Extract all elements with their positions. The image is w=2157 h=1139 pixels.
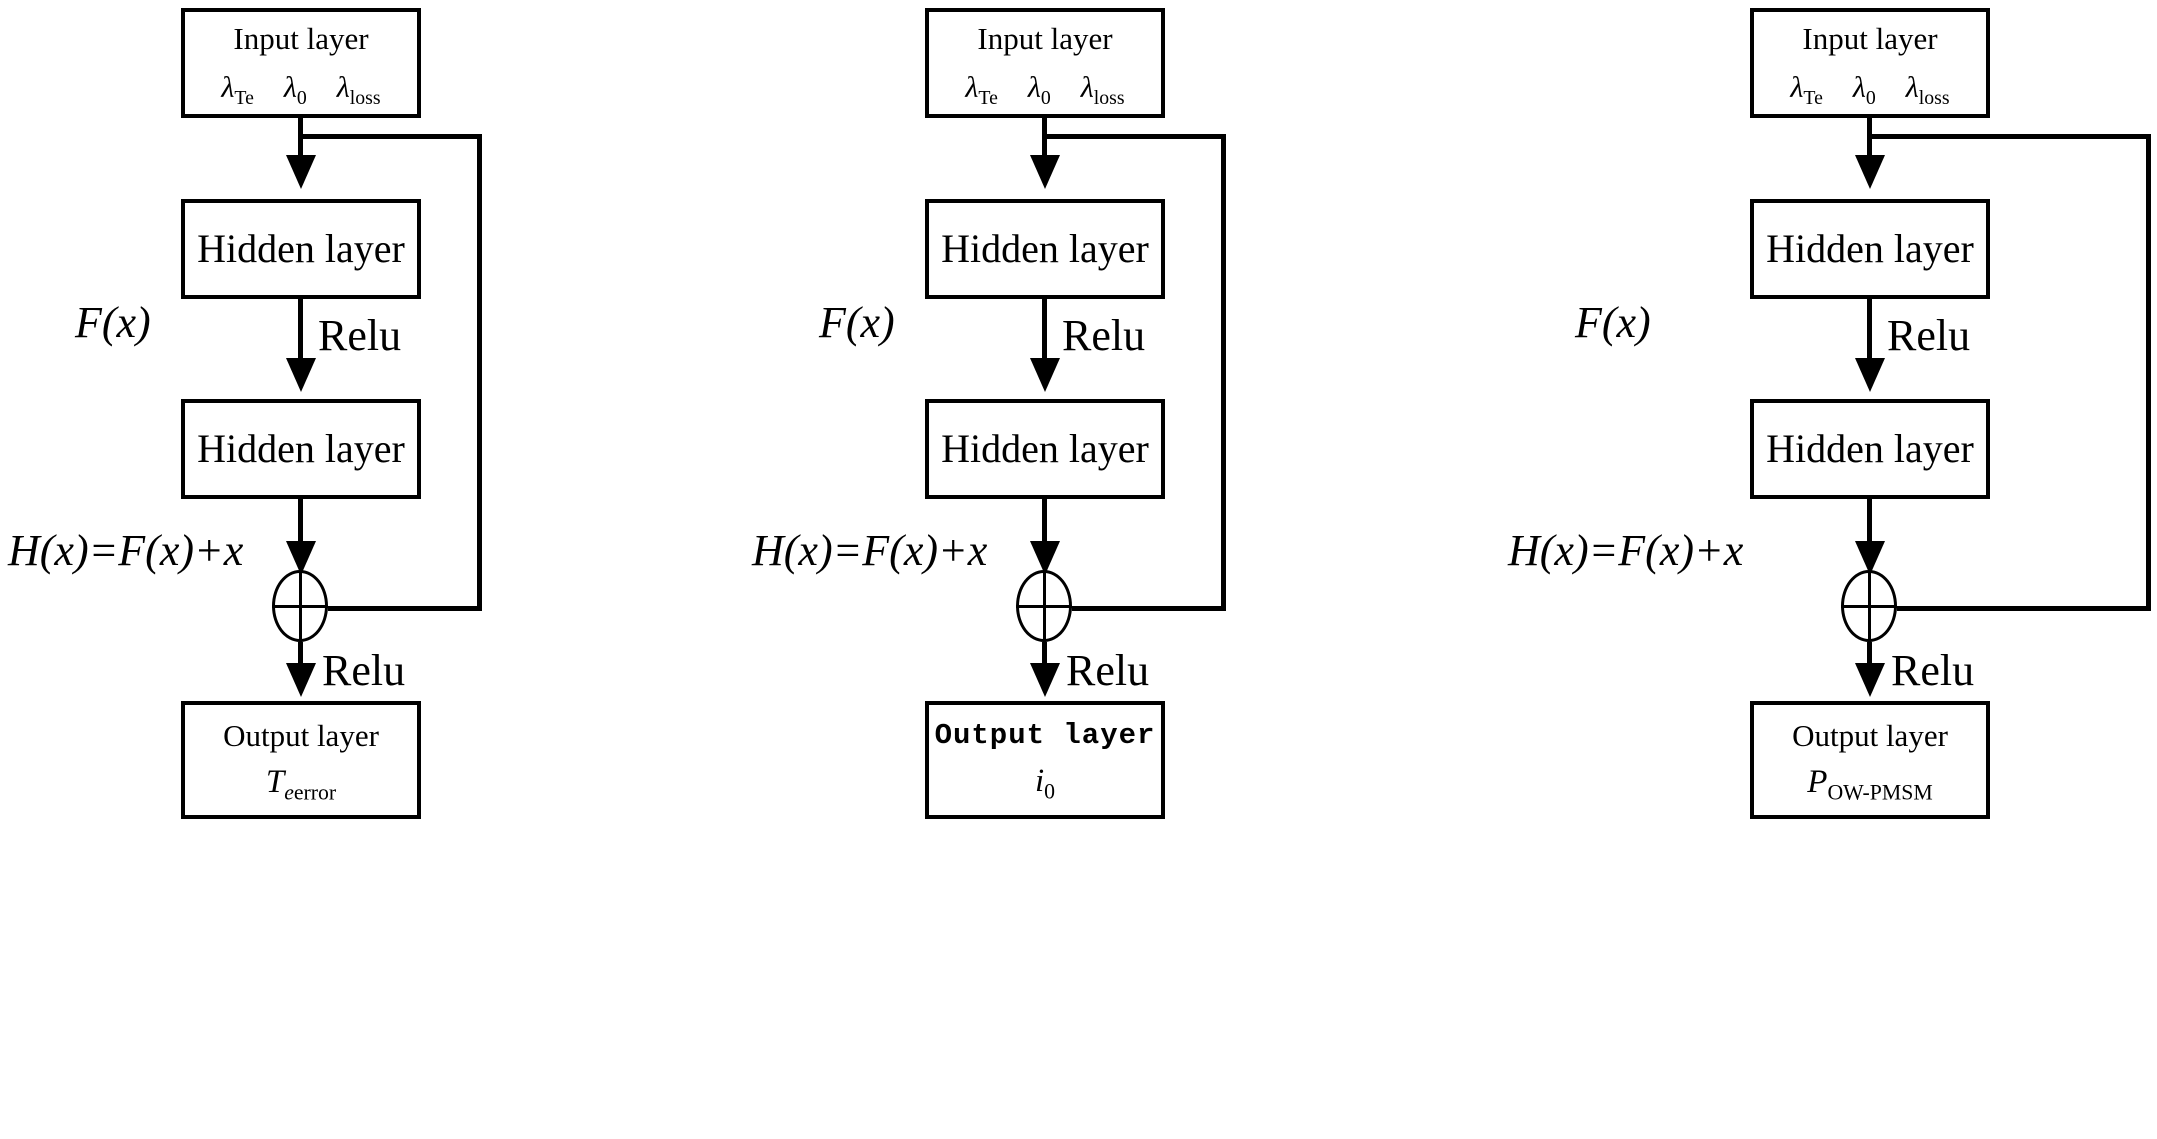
- edge-hidden1-to-hidden2-c3: [1867, 299, 1872, 361]
- input-lambda-row-2: λTe λ0 λloss: [965, 70, 1125, 109]
- relu-label-upper-c2: Relu: [1062, 311, 1146, 360]
- relu-label-lower-c1: Relu: [322, 646, 406, 695]
- edge-hidden2-to-sum-c2: [1042, 499, 1047, 547]
- edge-hidden1-to-hidden2-c2: [1042, 299, 1047, 361]
- relu-label-lower-c3: Relu: [1891, 646, 1975, 695]
- arrowhead-sum-to-output-c1: [286, 663, 316, 697]
- lambda-te-2: λTe: [965, 70, 998, 109]
- sum-node-horizontal-stroke-c3: [1841, 604, 1897, 608]
- hidden-layer-title-2-c1: Hidden layer: [197, 426, 405, 471]
- skip-branch-down-c2: [1221, 134, 1226, 610]
- output-layer-title-c1: Output layer: [223, 718, 379, 754]
- arrowhead-hidden1-to-hidden2-c1: [286, 358, 316, 392]
- skip-branch-into-sum-c2: [1072, 606, 1226, 611]
- arrowhead-input-to-hidden1-c1: [286, 155, 316, 189]
- output-layer-box-c3[interactable]: Output layer POW-PMSM: [1750, 701, 1990, 819]
- hidden-layer-box-1-c1[interactable]: Hidden layer: [181, 199, 421, 299]
- sum-node-c3[interactable]: [1841, 570, 1897, 642]
- residual-block-column-3: F(x) H(x)=F(x)+x Input layer λTe λ0 λlos…: [1310, 0, 2157, 1139]
- edge-input-to-hidden1-c1: [298, 118, 303, 160]
- output-layer-title-c3: Output layer: [1792, 718, 1948, 754]
- edge-input-to-hidden1-c3: [1867, 118, 1872, 160]
- hidden-layer-box-2-c1[interactable]: Hidden layer: [181, 399, 421, 499]
- edge-input-to-hidden1-c2: [1042, 118, 1047, 160]
- residual-block-column-2: F(x) H(x)=F(x)+x Input layer λTe λ0 λlos…: [744, 0, 1444, 1139]
- skip-branch-into-sum-c1: [328, 606, 482, 611]
- output-layer-box-c2[interactable]: Output layer i0: [925, 701, 1165, 819]
- h-equals-label-2: H(x)=F(x)+x: [752, 526, 988, 575]
- output-variable-c2: i0: [1034, 762, 1056, 804]
- hidden-layer-box-1-c2[interactable]: Hidden layer: [925, 199, 1165, 299]
- f-of-x-label-2: F(x): [819, 298, 895, 347]
- arrowhead-hidden1-to-hidden2-c2: [1030, 358, 1060, 392]
- output-layer-box-c1[interactable]: Output layer Teerror: [181, 701, 421, 819]
- hidden-layer-title-1-c2: Hidden layer: [941, 226, 1149, 271]
- skip-branch-top-c3: [1867, 134, 2151, 139]
- arrowhead-sum-to-output-c3: [1855, 663, 1885, 697]
- edge-hidden2-to-sum-c1: [298, 499, 303, 547]
- input-layer-title-2: Input layer: [977, 20, 1113, 56]
- hidden-layer-title-1-c3: Hidden layer: [1766, 226, 1974, 271]
- relu-label-upper-c1: Relu: [318, 311, 402, 360]
- lambda-loss-2: λloss: [1080, 70, 1125, 109]
- input-lambda-row-1: λTe λ0 λloss: [221, 70, 381, 109]
- hidden-layer-box-2-c2[interactable]: Hidden layer: [925, 399, 1165, 499]
- arrowhead-input-to-hidden1-c3: [1855, 155, 1885, 189]
- input-layer-box-1[interactable]: Input layer λTe λ0 λloss: [181, 8, 421, 118]
- relu-label-upper-c3: Relu: [1887, 311, 1971, 360]
- f-of-x-label-3: F(x): [1575, 298, 1651, 347]
- arrowhead-hidden2-to-sum-c1: [286, 541, 316, 575]
- f-of-x-label-1: F(x): [75, 298, 151, 347]
- arrowhead-hidden2-to-sum-c3: [1855, 541, 1885, 575]
- lambda-0-3: λ0: [1852, 70, 1876, 109]
- input-layer-title-3: Input layer: [1802, 20, 1938, 56]
- skip-branch-down-c1: [477, 134, 482, 610]
- input-layer-box-2[interactable]: Input layer λTe λ0 λloss: [925, 8, 1165, 118]
- hidden-layer-title-2-c2: Hidden layer: [941, 426, 1149, 471]
- lambda-te-1: λTe: [221, 70, 254, 109]
- input-layer-title-1: Input layer: [233, 20, 369, 56]
- lambda-te-3: λTe: [1790, 70, 1823, 109]
- skip-branch-top-c1: [298, 134, 482, 139]
- arrowhead-input-to-hidden1-c2: [1030, 155, 1060, 189]
- hidden-layer-title-2-c3: Hidden layer: [1766, 426, 1974, 471]
- arrowhead-hidden1-to-hidden2-c3: [1855, 358, 1885, 392]
- sum-node-horizontal-stroke-c2: [1016, 604, 1072, 608]
- arrowhead-hidden2-to-sum-c2: [1030, 541, 1060, 575]
- edge-hidden1-to-hidden2-c1: [298, 299, 303, 361]
- output-variable-c1: Teerror: [265, 763, 337, 805]
- lambda-0-1: λ0: [283, 70, 307, 109]
- relu-label-lower-c2: Relu: [1066, 646, 1150, 695]
- output-variable-c3: POW-PMSM: [1807, 763, 1933, 805]
- edge-hidden2-to-sum-c3: [1867, 499, 1872, 547]
- skip-branch-top-c2: [1042, 134, 1226, 139]
- h-equals-label-1: H(x)=F(x)+x: [8, 526, 244, 575]
- arrowhead-sum-to-output-c2: [1030, 663, 1060, 697]
- skip-branch-down-c3: [2146, 134, 2151, 610]
- hidden-layer-box-2-c3[interactable]: Hidden layer: [1750, 399, 1990, 499]
- lambda-loss-3: λloss: [1905, 70, 1950, 109]
- sum-node-c1[interactable]: [272, 570, 328, 642]
- residual-block-column-1: F(x) H(x)=F(x)+x Input layer λTe λ0 λlos…: [0, 0, 700, 1139]
- sum-node-c2[interactable]: [1016, 570, 1072, 642]
- hidden-layer-box-1-c3[interactable]: Hidden layer: [1750, 199, 1990, 299]
- lambda-loss-1: λloss: [336, 70, 381, 109]
- skip-branch-into-sum-c3: [1897, 606, 2151, 611]
- output-layer-title-c2: Output layer: [934, 719, 1156, 753]
- hidden-layer-title-1-c1: Hidden layer: [197, 226, 405, 271]
- input-layer-box-3[interactable]: Input layer λTe λ0 λloss: [1750, 8, 1990, 118]
- sum-node-horizontal-stroke-c1: [272, 604, 328, 608]
- h-equals-label-3: H(x)=F(x)+x: [1508, 526, 1744, 575]
- input-lambda-row-3: λTe λ0 λloss: [1790, 70, 1950, 109]
- lambda-0-2: λ0: [1027, 70, 1051, 109]
